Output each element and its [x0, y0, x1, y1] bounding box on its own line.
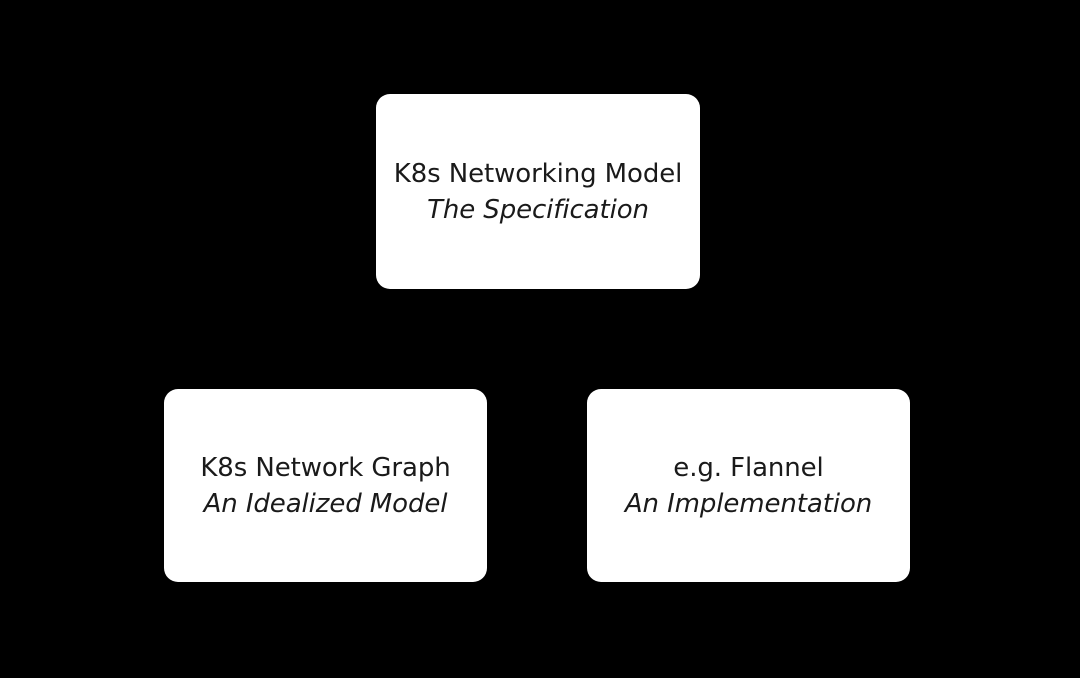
node-subtitle: The Specification [427, 194, 649, 225]
node-title: K8s Network Graph [200, 452, 451, 483]
node-flannel-implementation[interactable]: e.g. Flannel An Implementation [587, 389, 910, 582]
node-title: K8s Networking Model [393, 158, 683, 189]
node-title: e.g. Flannel [673, 452, 824, 483]
node-subtitle: An Idealized Model [203, 488, 448, 519]
node-k8s-networking-model[interactable]: K8s Networking Model The Specification [376, 94, 700, 289]
node-k8s-network-graph[interactable]: K8s Network Graph An Idealized Model [164, 389, 487, 582]
node-subtitle: An Implementation [624, 488, 873, 519]
